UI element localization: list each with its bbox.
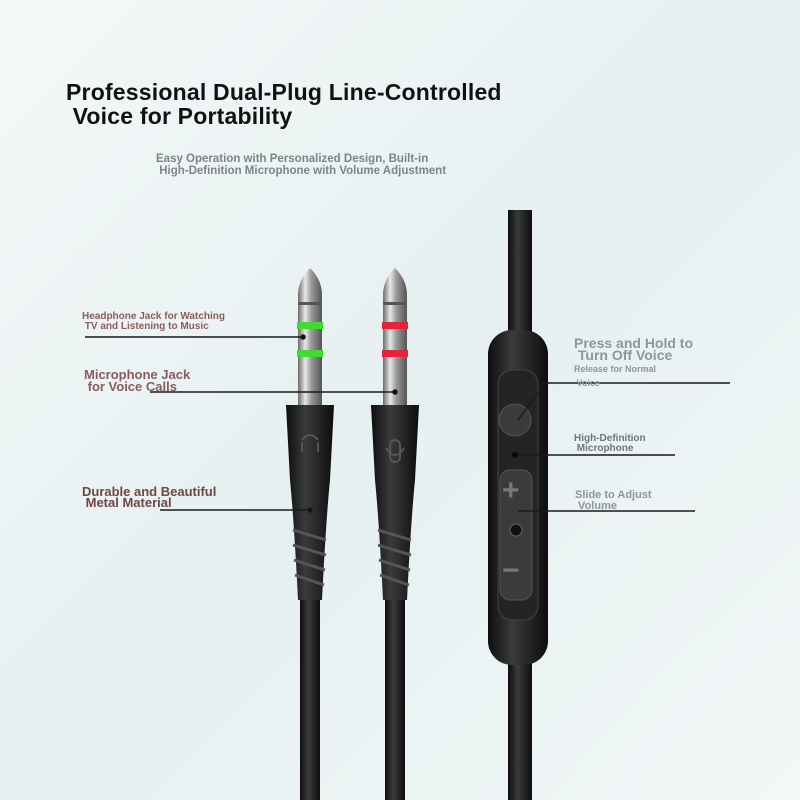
slider-knob xyxy=(509,523,523,537)
inline-remote xyxy=(488,330,548,665)
volume-slider-label: Slide to Adjust Volume xyxy=(575,489,652,512)
mic-ring-1 xyxy=(382,322,408,329)
left-cable xyxy=(300,590,320,800)
microphone-jack-label: Microphone Jack for Voice Calls xyxy=(84,367,191,394)
title-line-1: Professional Dual-Plug Line-Controlled xyxy=(66,79,502,105)
subtitle: Easy Operation with Personalized Design,… xyxy=(156,153,446,177)
right-cable xyxy=(385,590,405,800)
microphone-label: High-Definition Microphone xyxy=(574,433,646,454)
minus-symbol: − xyxy=(502,554,520,587)
title-line-2: Voice for Portability xyxy=(66,103,293,129)
remote-top-cable xyxy=(508,210,532,340)
subtitle-line-2: High-Definition Microphone with Volume A… xyxy=(156,165,447,177)
mic-ring-2 xyxy=(382,350,408,357)
headphone-jack-label: Headphone Jack for Watching TV and Liste… xyxy=(82,311,225,332)
headphone-icon xyxy=(301,434,319,452)
metal-material-label: Durable and Beautiful Metal Material xyxy=(82,484,217,510)
plus-symbol: + xyxy=(502,474,520,507)
remote-bottom-cable xyxy=(508,655,532,800)
microphone-jack xyxy=(371,268,419,600)
headphone-ring-1 xyxy=(297,322,323,329)
page-title: Professional Dual-Plug Line-Controlled V… xyxy=(66,80,502,128)
headphone-ring-2 xyxy=(297,350,323,357)
subtitle-line-1: Easy Operation with Personalized Design,… xyxy=(156,153,429,165)
microphone-icon xyxy=(385,439,405,463)
headphone-jack xyxy=(286,268,334,600)
microphone-hole xyxy=(512,452,518,458)
leader-lines xyxy=(85,334,730,513)
